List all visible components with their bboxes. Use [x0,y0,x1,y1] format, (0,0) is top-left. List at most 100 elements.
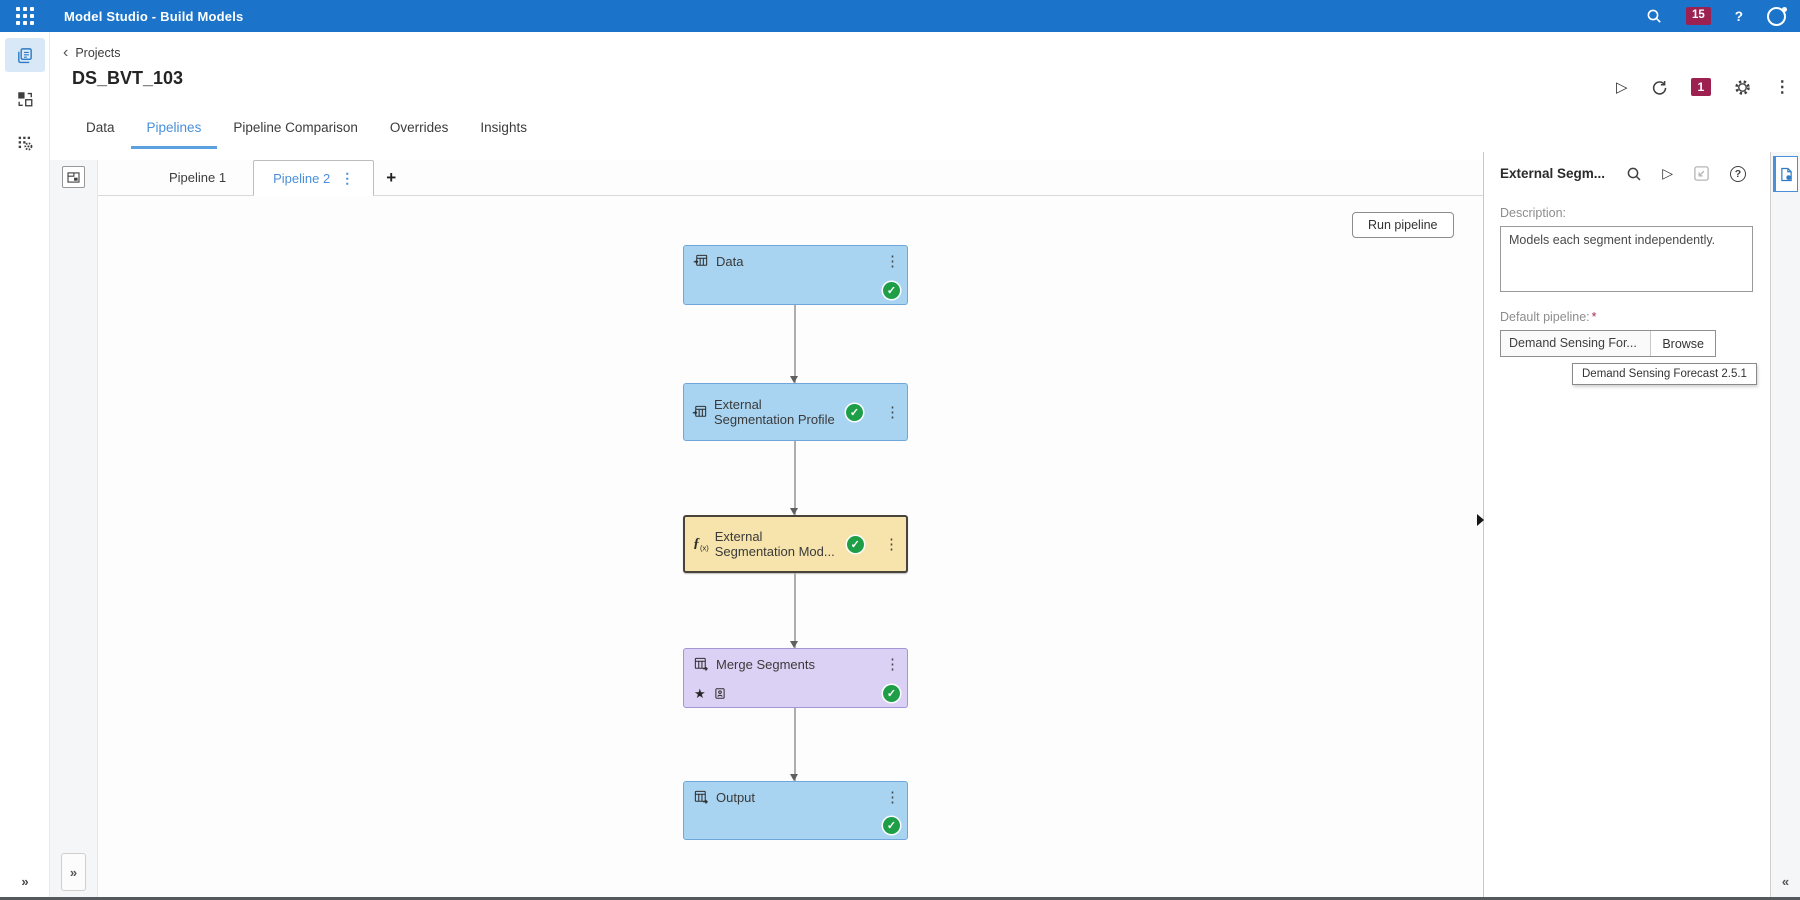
node-external-segmentation-profile[interactable]: External Segmentation Profile ✓ ⋮ [683,383,908,441]
refresh-button[interactable] [1651,79,1668,96]
node-status-icon: ✓ [883,817,900,834]
node-external-segmentation-model[interactable]: ƒ(x) External Segmentation Mod... ✓ ⋮ [683,515,908,573]
settings-button[interactable] [1734,79,1751,96]
connector-arrow-icon [790,376,798,383]
sidebar-expand-button[interactable]: » [0,874,50,889]
node-label: External Segmentation Mod... [714,528,835,559]
avatar-status-dot [1782,6,1787,12]
pipeline-tab-2[interactable]: Pipeline 2 ⋮ [253,160,375,196]
panel-snapshot-button[interactable] [1693,165,1710,182]
add-pipeline-button[interactable]: + [374,160,408,195]
window-bottom-edge [0,897,1800,900]
search-icon [1647,9,1661,23]
connector [790,708,801,781]
node-merge-segments[interactable]: Merge Segments ⋮ ★ ✓ [683,648,908,708]
run-project-button[interactable]: ▷ [1616,79,1628,96]
star-icon: ★ [694,686,706,701]
pipeline-canvas[interactable]: Run pipeline Data ⋮ ✓ External Segmentat… [98,196,1483,897]
description-label: Description: [1500,206,1566,220]
connector-arrow-icon [790,774,798,781]
project-badge[interactable]: 1 [1690,78,1712,96]
tab-data[interactable]: Data [86,120,115,135]
page-title: DS_BVT_103 [72,68,184,88]
node-status-icon: ✓ [883,282,900,299]
pipelines-icon [18,47,32,63]
minimap-button[interactable] [62,166,85,188]
tab-overrides[interactable]: Overrides [389,120,449,135]
main-tab-bar: Data Pipelines Pipeline Comparison Overr… [70,112,543,149]
sidebar-item-exchange[interactable] [5,82,45,116]
node-output[interactable]: Output ⋮ ✓ [683,781,908,840]
save-snapshot-icon [1694,166,1709,181]
default-pipeline-field: Demand Sensing For... Browse [1500,330,1716,357]
node-label: External Segmentation Profile [714,396,835,427]
right-icon-rail: « [1770,152,1800,897]
sidebar-item-data-options[interactable] [5,126,45,160]
node-properties-icon [1781,167,1792,181]
app-launcher-button[interactable] [0,7,50,25]
more-actions-button[interactable]: ⋮ [1774,79,1791,96]
canvas-left-rail: » [50,160,98,897]
data-table-icon [693,253,709,269]
node-menu-icon[interactable]: ⋮ [885,403,900,421]
node-label: Output [716,789,756,805]
node-menu-icon[interactable]: ⋮ [885,252,900,270]
description-input[interactable]: Models each segment independently. [1500,226,1753,292]
tab-pipeline-comparison[interactable]: Pipeline Comparison [233,120,358,135]
function-icon: ƒ(x) [693,536,709,553]
active-tab-indicator [130,146,218,149]
panel-splitter-handle[interactable] [1477,514,1484,526]
refresh-icon [1652,80,1666,95]
chevron-left-icon: ‹ [63,44,69,61]
left-panel-expand-button[interactable]: » [61,853,86,891]
run-pipeline-button[interactable]: Run pipeline [1352,212,1454,238]
connector [790,441,801,515]
panel-run-node-button[interactable]: ▷ [1662,165,1673,181]
output-table-icon [693,789,709,805]
minimap-icon [67,171,80,183]
connector [790,573,801,648]
node-menu-icon[interactable]: ⋮ [885,788,900,806]
panel-help-button[interactable]: ? [1730,165,1746,182]
node-menu-icon[interactable]: ⋮ [885,655,900,673]
app-bar-actions: 15 ? [1646,6,1800,26]
node-label: Merge Segments [716,656,815,672]
left-sidebar: » [0,32,50,897]
avatar[interactable] [1767,6,1787,26]
default-pipeline-value[interactable]: Demand Sensing For... [1501,331,1651,356]
project-toolbar: ▷ 1 ⋮ [1616,77,1790,97]
right-rail-collapse-button[interactable]: « [1771,874,1800,889]
node-data[interactable]: Data ⋮ ✓ [683,245,908,305]
panel-search-button[interactable] [1626,166,1642,182]
appbar-search-button[interactable] [1646,8,1662,24]
pipeline-tab-menu-icon[interactable]: ⋮ [340,169,355,186]
sidebar-item-pipelines[interactable] [4,38,45,72]
breadcrumb-back[interactable]: ‹ Projects [63,44,121,61]
apps-grid-icon [16,7,34,25]
node-status-icon: ✓ [883,685,900,702]
browse-button[interactable]: Browse [1650,331,1715,356]
connector [790,305,801,383]
pipeline-tab-1[interactable]: Pipeline 1 [169,170,227,185]
node-properties-rail-button[interactable] [1773,156,1798,192]
exchange-icon [17,92,32,107]
data-settings-icon [18,136,32,151]
panel-title: External Segm... [1500,166,1606,181]
merge-table-icon [693,656,709,672]
node-menu-icon[interactable]: ⋮ [884,535,899,553]
app-bar: Model Studio - Build Models 15 ? [0,0,1800,32]
tab-pipelines[interactable]: Pipelines [130,112,218,149]
tab-insights[interactable]: Insights [480,120,527,135]
connector-arrow-icon [790,508,798,515]
data-table-icon [692,404,708,420]
help-button[interactable]: ? [1734,8,1743,24]
pipeline-tooltip: Demand Sensing Forecast 2.5.1 [1572,363,1757,385]
default-pipeline-label: Default pipeline:* [1500,310,1597,324]
breadcrumb-label: Projects [75,46,121,60]
node-status-icon: ✓ [846,535,864,553]
notification-badge[interactable]: 15 [1685,7,1711,25]
connector-arrow-icon [790,641,798,648]
search-icon [1627,167,1641,181]
node-label: Data [716,253,744,269]
